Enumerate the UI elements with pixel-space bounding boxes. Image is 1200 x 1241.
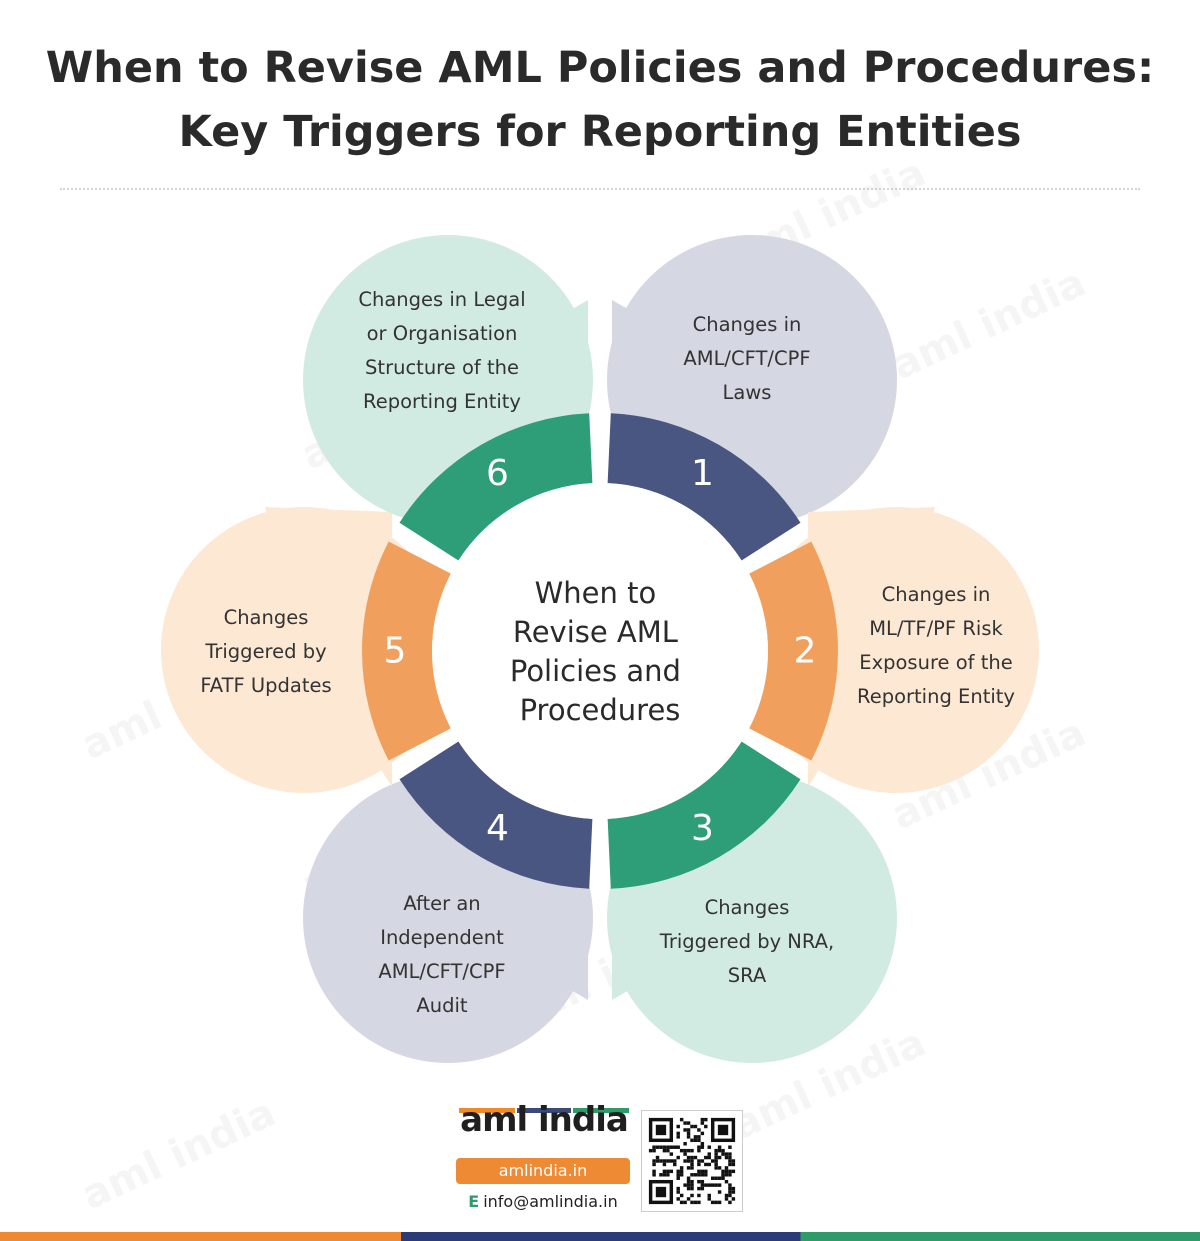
- ring-segment-1: [607, 413, 801, 561]
- trigger-label-line: After an: [403, 892, 480, 915]
- trigger-label-line: Reporting Entity: [363, 390, 521, 413]
- title-line-2: Key Triggers for Reporting Entities: [178, 107, 1022, 157]
- trigger-number-5: 5: [384, 631, 407, 672]
- trigger-label-line: Exposure of the: [859, 651, 1012, 674]
- email-address[interactable]: info@amlindia.in: [483, 1192, 618, 1211]
- petal-tip: [265, 507, 392, 787]
- petal-tip: [612, 300, 808, 512]
- trigger-number-1: 1: [691, 453, 714, 494]
- trigger-label-line: Changes in: [693, 313, 802, 336]
- center-line: Revise AML: [513, 615, 678, 649]
- trigger-label-line: Independent: [380, 926, 504, 949]
- website-link[interactable]: amlindia.in: [456, 1158, 630, 1184]
- trigger-number-6: 6: [486, 453, 509, 494]
- trigger-label-line: Changes: [705, 896, 790, 919]
- number-ring: 1 2 3 4 5 6: [362, 413, 838, 889]
- title-divider: [60, 188, 1140, 190]
- email-prefix: E: [468, 1192, 480, 1211]
- ring-segment-4: [399, 741, 593, 889]
- trigger-label-line: Laws: [723, 381, 772, 404]
- trigger-label-line: ML/TF/PF Risk: [869, 617, 1003, 640]
- trigger-label-line: Triggered by: [204, 640, 326, 663]
- trigger-label-line: Changes in: [882, 583, 991, 606]
- center-line: When to: [535, 576, 657, 610]
- watermark-text: aml india: [75, 1090, 283, 1220]
- trigger-label-1: Changes in AML/CFT/CPF Laws: [683, 313, 810, 404]
- petal-tip: [612, 787, 808, 1000]
- trigger-number-4: 4: [486, 808, 509, 849]
- petal-tip: [808, 507, 935, 787]
- title-line-1: When to Revise AML Policies and Procedur…: [45, 43, 1155, 93]
- trigger-label-line: FATF Updates: [200, 674, 331, 697]
- page-title: When to Revise AML Policies and Procedur…: [0, 36, 1200, 164]
- center-line: Procedures: [520, 693, 681, 727]
- petal-tip: [392, 787, 588, 1000]
- trigger-label-line: AML/CFT/CPF: [683, 347, 810, 370]
- trigger-number-2: 2: [794, 631, 817, 672]
- trigger-label-line: Audit: [416, 994, 467, 1017]
- ring-segment-6: [399, 413, 593, 561]
- trigger-label-line: or Organisation: [367, 322, 518, 345]
- trigger-number-3: 3: [691, 808, 714, 849]
- trigger-label-line: Reporting Entity: [857, 685, 1015, 708]
- ring-segment-5: [362, 541, 451, 761]
- center-circle: [432, 483, 768, 819]
- trigger-label-line: SRA: [728, 964, 767, 987]
- ring-segment-2: [749, 541, 838, 761]
- petal-tip: [392, 300, 588, 512]
- trigger-label-line: AML/CFT/CPF: [378, 960, 505, 983]
- bottom-tricolor-bar: [0, 1232, 1200, 1241]
- trigger-label-line: Triggered by NRA,: [659, 930, 834, 953]
- ring-segment-3: [607, 741, 801, 889]
- trigger-label-line: Changes: [224, 606, 309, 629]
- trigger-label-line: Changes in Legal: [358, 288, 525, 311]
- center-line: Policies and: [510, 654, 681, 688]
- watermark-text: aml india: [885, 260, 1093, 390]
- center-title: When to Revise AML Policies and Procedur…: [510, 576, 690, 727]
- trigger-label-line: Structure of the: [365, 356, 519, 379]
